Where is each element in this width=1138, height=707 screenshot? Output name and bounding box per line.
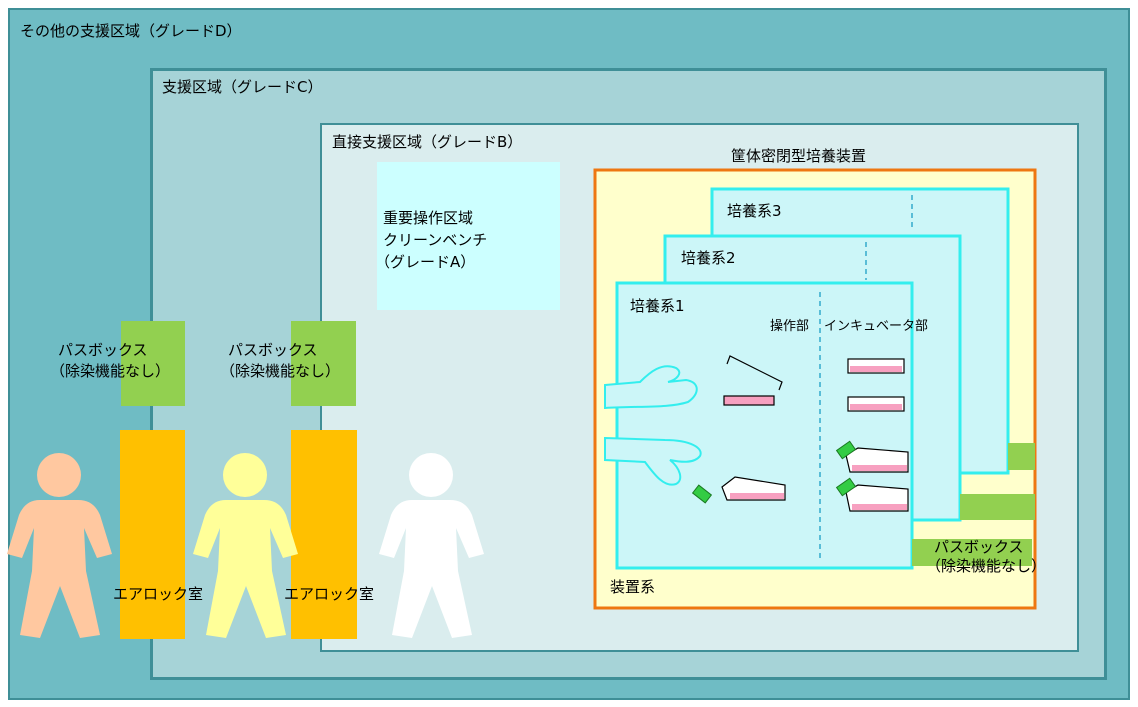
passbox-left-block	[121, 321, 185, 406]
culture-1-label: 培養系1	[630, 297, 685, 315]
culture-1-passbox	[912, 539, 1032, 566]
passbox-right-label-line2: （除染機能なし）	[926, 557, 1047, 575]
dish-inc-2-medium	[850, 404, 902, 410]
airlock-left-label: エアロック室	[113, 585, 204, 603]
dish-op-open-lid	[726, 355, 783, 391]
airlock-middle-block	[291, 430, 357, 639]
culture-2-passbox	[960, 494, 1035, 520]
operation-part-label: 操作部	[770, 319, 810, 334]
passbox-left-label-line1: パスボックス	[58, 341, 148, 359]
dish-inc-4-medium	[852, 504, 907, 510]
grade-a-label-line2: クリーンベンチ	[383, 231, 488, 249]
airlock-left-block	[120, 430, 185, 639]
culture-3-passbox	[1008, 443, 1035, 470]
green-handle-inc-3	[835, 440, 857, 460]
green-handle-op	[691, 484, 713, 504]
device-title: 筐体密閉型培養装置	[731, 147, 867, 165]
device-system-label: 装置系	[610, 578, 656, 596]
passbox-left-label-line2: （除染機能なし）	[50, 362, 171, 380]
culture-2-label: 培養系2	[681, 249, 736, 267]
airlock-middle-label: エアロック室	[284, 585, 375, 603]
person-3-icon	[379, 453, 484, 638]
person-1-icon	[7, 453, 112, 638]
culture-3-label: 培養系3	[727, 202, 782, 220]
grade-a-label-line1: 重要操作区域	[383, 209, 474, 227]
grade-c-label: 支援区域（グレードC）	[162, 78, 323, 96]
person-2-icon	[193, 453, 298, 638]
glove-lower-icon	[604, 436, 702, 486]
dish-inc-3-medium	[852, 465, 907, 471]
passbox-middle-block	[291, 321, 356, 406]
dish-inc-1-medium	[850, 366, 902, 372]
grade-a-label-line3: （グレードA）	[375, 253, 476, 271]
passbox-middle-label-line1: パスボックス	[228, 341, 318, 359]
glove-upper-icon	[604, 365, 698, 410]
dish-op-tilted-medium	[730, 493, 784, 499]
clean-bench-zone	[377, 162, 560, 310]
grade-b-label: 直接支援区域（グレードB）	[332, 133, 523, 151]
passbox-right-label-line1: パスボックス	[934, 538, 1024, 556]
incubator-part-label: インキュベータ部	[824, 319, 929, 334]
dish-op-open	[723, 395, 775, 406]
green-handle-inc-4	[835, 477, 857, 497]
passbox-middle-label-line2: （除染機能なし）	[220, 362, 341, 380]
grade-d-label: その他の支援区域（グレードD）	[20, 22, 242, 40]
culture-system-1-box	[615, 281, 914, 570]
